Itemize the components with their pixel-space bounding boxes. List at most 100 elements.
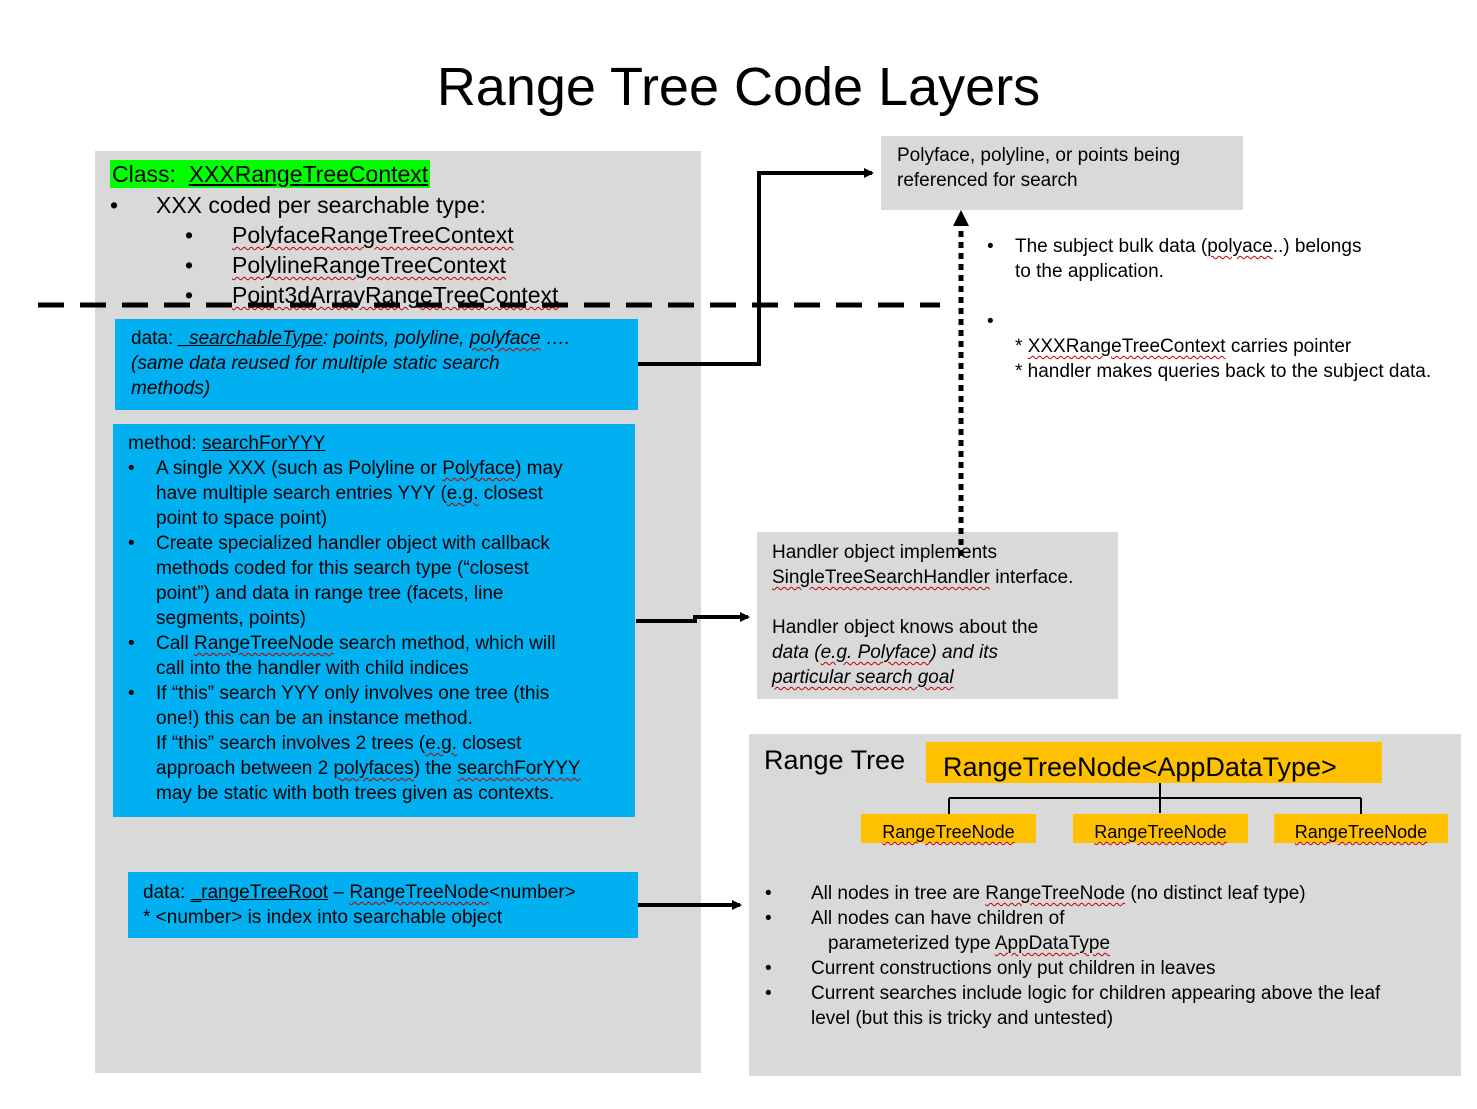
bullet: • xyxy=(185,282,194,308)
text: Handler object knows about the xyxy=(772,617,1039,638)
text: Create specialized handler object with c… xyxy=(156,533,550,554)
text: If “this” search involves 2 trees ( xyxy=(156,733,426,754)
method-box xyxy=(113,424,635,817)
bullet: • xyxy=(765,883,772,904)
text: Polyface xyxy=(442,458,516,479)
searchable-type-box xyxy=(115,319,638,410)
method-line: call into the handler with child indices xyxy=(156,658,469,679)
field-name: _searchableType xyxy=(178,328,323,349)
root-node: RangeTreeNode<AppDataType> xyxy=(926,742,1382,783)
subject-data-box xyxy=(881,136,1243,210)
text: data: xyxy=(143,882,186,903)
class-name: XXXRangeTreeContext xyxy=(188,161,429,187)
range-tree-label: Range Tree xyxy=(764,745,906,775)
handler-text: Handler object implements SingleTreeSear… xyxy=(772,540,1073,690)
method-text: method: searchForYYY •A single XXX (such… xyxy=(128,431,581,806)
text: * xyxy=(1015,336,1028,357)
bullet: • xyxy=(110,192,119,218)
bullet: • xyxy=(185,222,194,248)
text: All nodes can have children of xyxy=(811,908,1065,929)
text: * handler makes queries back to the subj… xyxy=(1015,361,1432,382)
text: searchForYYY xyxy=(457,758,581,779)
text: Polyface, polyline, or points being xyxy=(897,145,1181,166)
text: <number> xyxy=(489,882,576,903)
class-label: Class: xyxy=(112,161,176,187)
text: parameterized type xyxy=(828,933,995,954)
method-bullet: •Create specialized handler object with … xyxy=(128,531,581,556)
text: e.g. xyxy=(425,733,457,754)
child-node: RangeTreeNode xyxy=(1274,814,1448,843)
searchable-type-text: data: _searchableType: points, polyline,… xyxy=(131,326,570,401)
note-bullet: • xyxy=(987,309,1431,334)
method-bullet: •A single XXX (such as Polyline or Polyf… xyxy=(128,456,581,481)
bullet: • xyxy=(765,908,772,929)
text: Handler object implements xyxy=(772,542,997,563)
text: RangeTreeNode xyxy=(194,633,334,654)
method-line: approach between 2 polyfaces) the search… xyxy=(156,756,581,781)
type-list: •PolyfaceRangeTreeContext • PolylineRange… xyxy=(185,220,558,310)
range-tree-root-text: data: _rangeTreeRoot – RangeTreeNode<num… xyxy=(143,880,576,930)
ellipsis: …. xyxy=(545,328,571,349)
text: Current constructions only put children … xyxy=(811,958,1216,979)
arrow-method-to-handler xyxy=(636,612,750,623)
text: Call xyxy=(156,633,195,654)
text: If “this” search YYY only involves one t… xyxy=(156,683,550,704)
text: RangeTreeNode xyxy=(349,882,490,903)
handler-box xyxy=(757,532,1118,699)
text: search method, which will xyxy=(333,633,556,654)
tree-bullet: • All nodes can have children of xyxy=(765,906,1380,931)
type-item: •PolyfaceRangeTreeContext xyxy=(185,220,514,250)
text: polyace xyxy=(1207,236,1273,257)
child-node-label: RangeTreeNode xyxy=(882,822,1015,842)
text: ) may xyxy=(515,458,563,479)
text: A single XXX (such as Polyline or xyxy=(156,458,443,479)
method-bullet: • If “this” search YYY only involves one … xyxy=(128,681,581,706)
child-node: RangeTreeNode xyxy=(861,814,1036,843)
bullet: • xyxy=(987,311,994,332)
text: closest xyxy=(478,483,543,504)
range-tree-panel xyxy=(749,734,1461,1076)
text: closest xyxy=(456,733,522,754)
type-item: • PolylineRangeTreeContext xyxy=(185,250,506,280)
method-line: have multiple search entries YYY (e.g. c… xyxy=(156,481,581,506)
text: XXXRangeTreeContext xyxy=(1027,336,1226,357)
arrow-head-up xyxy=(953,210,969,226)
context-class-line: Class: XXXRangeTreeContext xyxy=(110,160,431,188)
text: – xyxy=(328,882,350,903)
tree-bullet: •All nodes in tree are RangeTreeNode (no… xyxy=(765,881,1380,906)
subject-data-text: Polyface, polyline, or points being refe… xyxy=(897,143,1180,193)
text: SingleTreeSearchHandler xyxy=(772,567,990,588)
searchable-line2: (same data reused for multiple static se… xyxy=(131,353,500,374)
type-name: PolylineRangeTreeContext xyxy=(232,252,507,278)
text: Current searches include logic for child… xyxy=(811,983,1381,1004)
text: (no distinct leaf type) xyxy=(1125,883,1306,904)
searchable-line3: methods) xyxy=(131,378,211,399)
context-coded-line: • XXX coded per searchable type: xyxy=(110,190,486,220)
text: RangeTreeNode xyxy=(985,883,1126,904)
text: have multiple search entries YYY ( xyxy=(156,483,447,504)
method-line: segments, points) xyxy=(156,608,306,629)
method-line: may be static with both trees given as c… xyxy=(156,783,555,804)
arrow-searchable-to-subject xyxy=(638,168,874,366)
bullet: • xyxy=(128,633,135,654)
text: e.g. Polyface xyxy=(820,642,931,663)
child-node-label: RangeTreeNode xyxy=(1094,822,1227,842)
range-tree-root-box xyxy=(128,872,638,938)
method-bullet: • Call RangeTreeNode search method, which… xyxy=(128,631,581,656)
method-prefix: method: xyxy=(128,433,197,454)
polyface-word: polyface xyxy=(469,328,541,349)
bullet: • xyxy=(185,252,194,278)
method-name: searchForYYY xyxy=(201,433,326,454)
method-line: methods coded for this search type (“clo… xyxy=(156,558,529,579)
bullet: • xyxy=(128,683,135,704)
text: AppDataType xyxy=(994,933,1111,954)
text: e.g. xyxy=(446,483,479,504)
bullet: • xyxy=(765,983,772,1004)
root-line2: * <number> is index into searchable obje… xyxy=(143,907,503,928)
text: approach between 2 xyxy=(156,758,334,779)
method-line: point to space point) xyxy=(156,508,328,529)
text: ) and its xyxy=(930,642,999,663)
text: particular search goal xyxy=(772,667,954,688)
note-bullet: •The subject bulk data (polyace..) belon… xyxy=(987,234,1431,259)
